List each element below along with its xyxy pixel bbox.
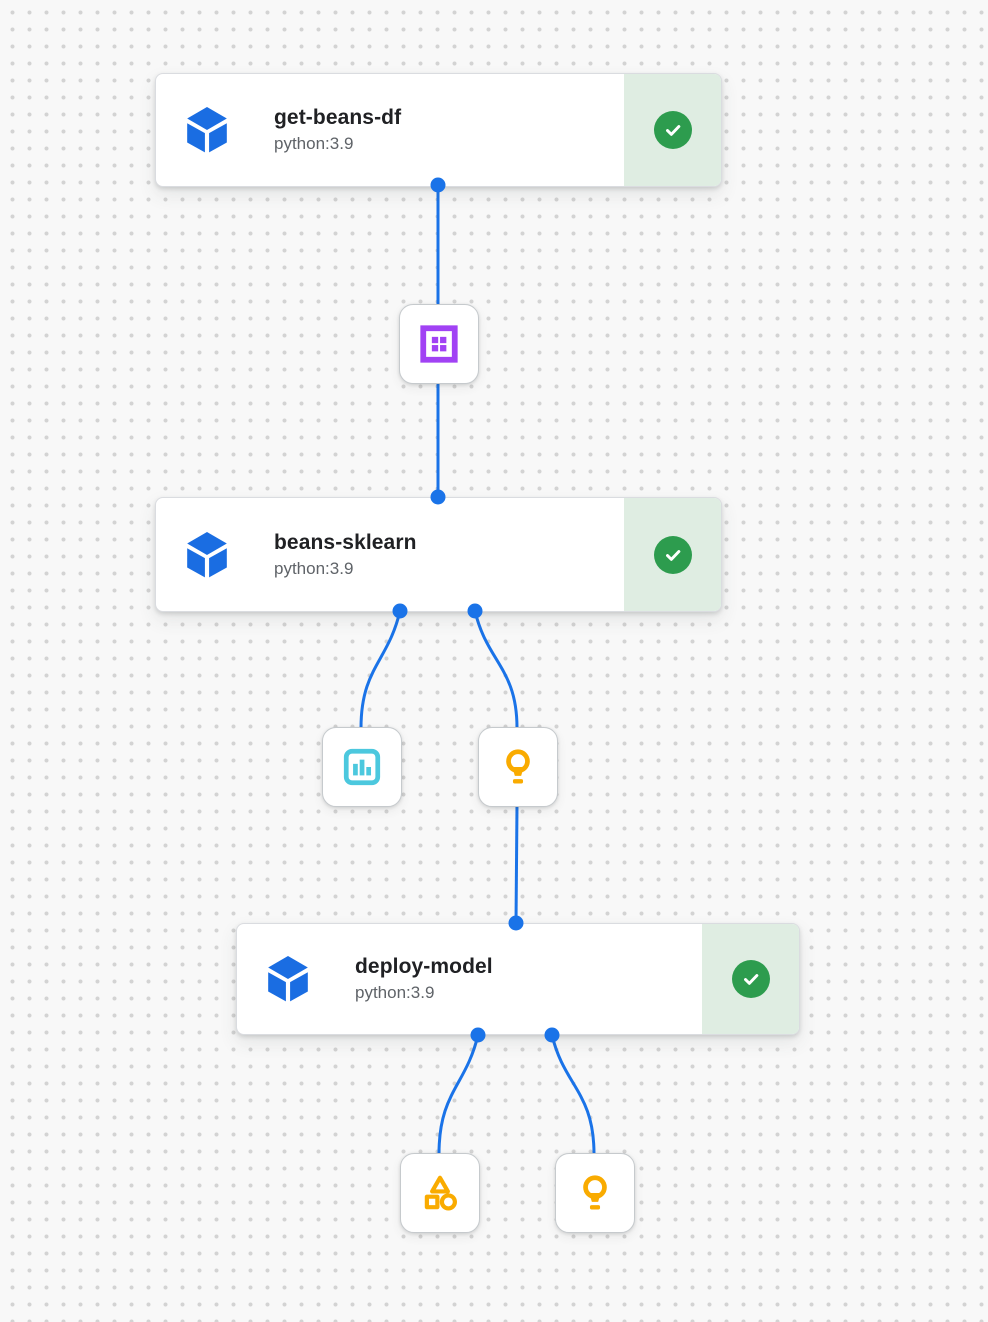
- pipeline-step-get-beans-df[interactable]: get-beans-df python:3.9: [155, 73, 722, 187]
- artifact-node-model[interactable]: [400, 1153, 480, 1233]
- artifact-node-lightbulb-1[interactable]: [478, 727, 558, 807]
- step-title: get-beans-df: [274, 106, 402, 130]
- step-text: beans-sklearn python:3.9: [274, 530, 417, 580]
- cube-icon: [268, 956, 308, 1002]
- check-circle-icon: [731, 960, 770, 998]
- component-cube-icon: [265, 955, 311, 1003]
- metrics-icon: [343, 748, 381, 786]
- pipeline-step-beans-sklearn[interactable]: beans-sklearn python:3.9: [155, 497, 722, 612]
- pipeline-step-deploy-model[interactable]: deploy-model python:3.9: [236, 923, 800, 1035]
- edge-beanssklearn-metrics: [359, 610, 402, 729]
- step-subtitle: python:3.9: [355, 983, 435, 1003]
- status-section: [702, 924, 799, 1034]
- cube-icon: [187, 531, 227, 577]
- lightbulb-icon: [583, 1175, 607, 1210]
- status-section: [624, 498, 721, 611]
- artifact-node-metrics[interactable]: [322, 727, 402, 807]
- edge-lightbulb1-deploymodel: [514, 804, 519, 924]
- step-body: get-beans-df python:3.9: [156, 74, 624, 186]
- model-icon: [424, 1175, 458, 1211]
- dataset-icon: [420, 325, 458, 363]
- step-title: beans-sklearn: [274, 530, 417, 554]
- component-cube-icon: [184, 531, 230, 579]
- cube-icon: [187, 107, 227, 153]
- step-subtitle: python:3.9: [274, 558, 354, 578]
- edge-beanssklearn-lightbulb1: [473, 610, 519, 729]
- edge-deploymodel-lightbulb2: [550, 1034, 596, 1155]
- check-circle-icon: [653, 535, 692, 574]
- artifact-node-lightbulb-2[interactable]: [555, 1153, 635, 1233]
- step-body: deploy-model python:3.9: [237, 924, 702, 1034]
- step-title: deploy-model: [355, 955, 493, 979]
- step-text: get-beans-df python:3.9: [274, 105, 401, 155]
- check-circle-icon: [653, 111, 692, 149]
- step-subtitle: python:3.9: [274, 134, 354, 154]
- status-section: [624, 74, 721, 186]
- artifact-node-dataset[interactable]: [399, 304, 479, 384]
- component-cube-icon: [184, 106, 230, 154]
- step-text: deploy-model python:3.9: [355, 954, 493, 1004]
- edge-deploymodel-model: [437, 1034, 480, 1155]
- lightbulb-icon: [506, 749, 530, 784]
- step-body: beans-sklearn python:3.9: [156, 498, 624, 611]
